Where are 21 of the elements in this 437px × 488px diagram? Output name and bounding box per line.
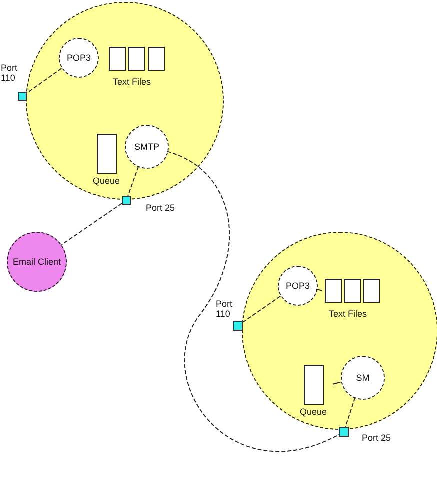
queue-label: Queue (300, 407, 328, 417)
connector-line (61, 203, 122, 246)
connector-line (166, 151, 340, 452)
connector-line (242, 296, 282, 323)
port-label: Port 25 (362, 433, 392, 443)
process-circle: SMTP (125, 125, 169, 169)
port-label: Port 110 (1, 63, 19, 83)
connector-line (332, 382, 342, 385)
process-circle: POP3 (278, 266, 318, 306)
connector-line (345, 397, 356, 428)
connector-line (128, 166, 140, 196)
files-label: Text Files (113, 77, 152, 87)
process-circle: SM (341, 356, 385, 400)
process-circle: POP3 (59, 38, 99, 78)
port-label: Port 25 (146, 203, 176, 213)
connector-line (316, 289, 322, 292)
files-label: Text Files (329, 309, 368, 319)
connector-line (26, 68, 62, 94)
port-label: Port 110 (216, 299, 234, 319)
process-circle: Email Client (7, 232, 67, 292)
queue-label: Queue (93, 176, 120, 186)
